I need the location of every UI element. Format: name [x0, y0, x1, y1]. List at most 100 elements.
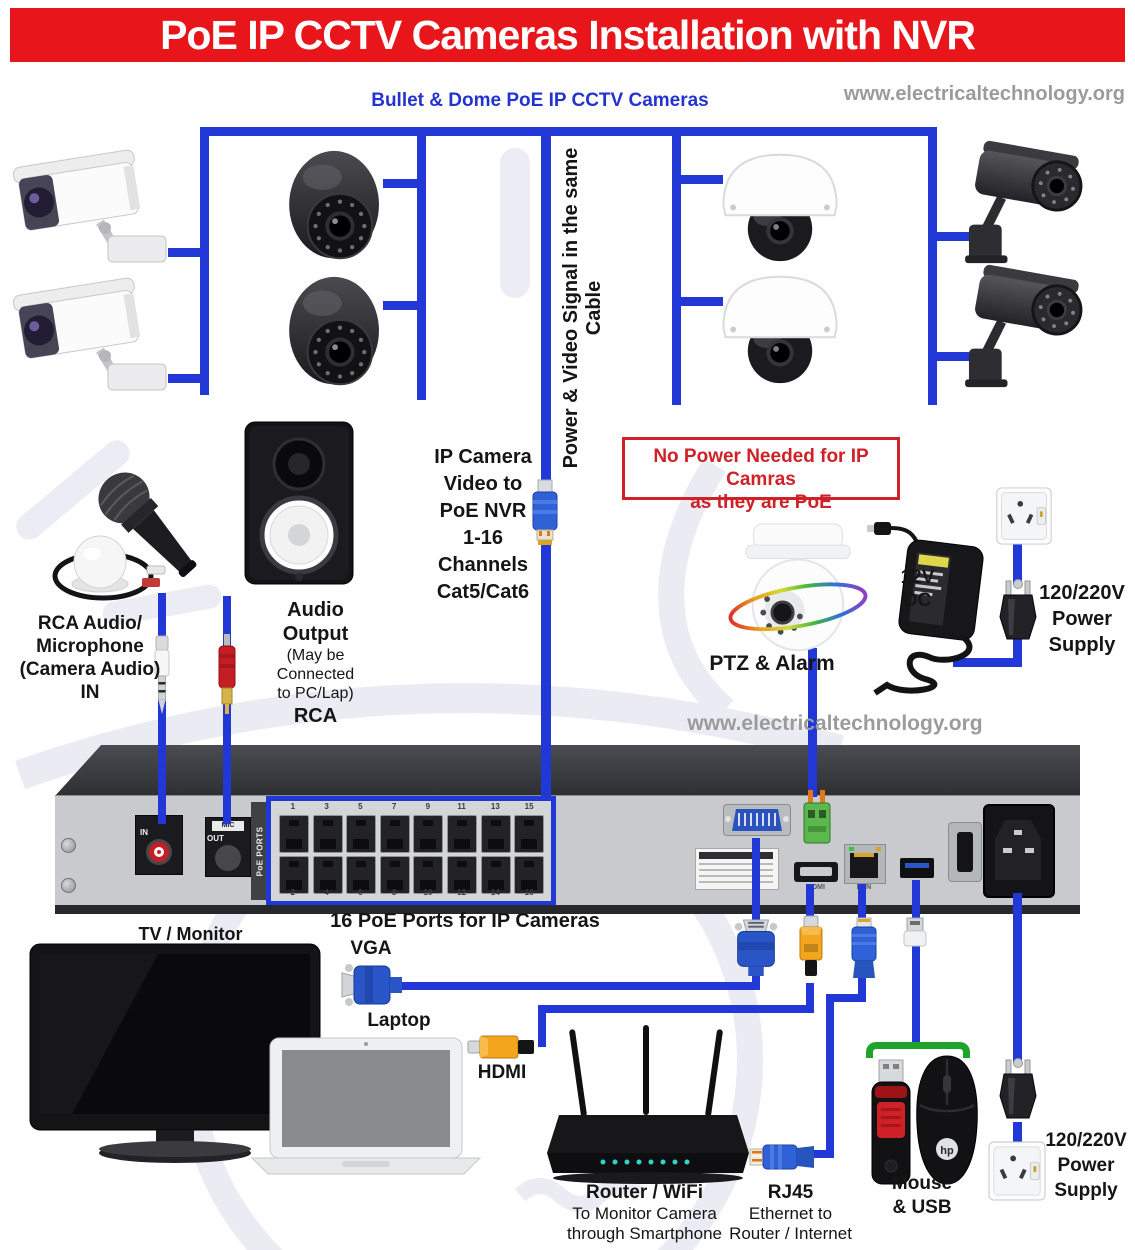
- port-number: 16: [524, 888, 534, 897]
- power-plug-icon: [998, 1056, 1038, 1122]
- rj45-port-icon: [379, 815, 410, 853]
- wire-vga-down2: [752, 970, 760, 990]
- rj45-port-icon: [446, 815, 477, 853]
- note-line: IP Camera: [434, 446, 532, 468]
- mouse-usb-label: Mouse & USB: [870, 1172, 974, 1220]
- tv-monitor-label: TV / Monitor: [138, 924, 243, 944]
- rj45-port-icon: [514, 856, 545, 894]
- rj45-port-icon: [279, 815, 309, 853]
- port-number: 3: [324, 802, 329, 811]
- wire-vga-down: [752, 838, 760, 922]
- nvr-chassis-top: [55, 745, 1080, 796]
- ptz-camera-icon: [722, 520, 872, 655]
- note-line: Cat5/Cat6: [436, 581, 530, 603]
- dome-camera-white-icon: [710, 145, 850, 267]
- rj45-connector-icon: [847, 916, 881, 982]
- label-line: Microphone: [36, 636, 144, 657]
- rj45-port-icon: [446, 856, 477, 894]
- rj45-port-icon: [346, 856, 377, 894]
- microphone-handheld-icon: [90, 468, 220, 598]
- label-line: Ethernet to: [748, 1204, 833, 1223]
- nvr-mic-out-port: MIC OUT: [205, 817, 251, 877]
- wire-top-horizontal: [200, 127, 937, 136]
- note-line: Channels: [437, 554, 529, 576]
- label-line: (May be: [286, 647, 345, 664]
- label-line: 120/220V: [1039, 582, 1125, 604]
- nvr-lan-port: [844, 844, 886, 884]
- watermark-top: www.electricaltechnology.org: [843, 83, 1125, 105]
- ptz-alarm-label: PTZ & Alarm: [709, 652, 835, 675]
- router-label: Router / WiFi To Monitor Camera through …: [552, 1182, 737, 1244]
- power-supply-right-label: 120/220V Power Supply: [1032, 580, 1132, 658]
- rj45-label: RJ45 Ethernet to Router / Internet: [718, 1182, 863, 1244]
- dome-cam era-white-icon: [710, 267, 850, 389]
- label-line: Supply: [1048, 634, 1116, 656]
- vga-label: VGA: [350, 938, 392, 959]
- wire-stub: [168, 248, 202, 257]
- screw-icon: [61, 878, 76, 893]
- mic-label: MIC: [212, 821, 244, 831]
- label-line: 120/220V: [1045, 1130, 1127, 1151]
- label-line: RCA Audio/: [37, 613, 143, 634]
- port-number: 5: [358, 802, 363, 811]
- watermark-middle: www.electricaltechnology.org: [687, 712, 983, 735]
- label-line: Supply: [1054, 1180, 1118, 1201]
- title-banner: PoE IP CCTV Cameras Installation with NV…: [10, 8, 1125, 62]
- wire-hdmi-down: [806, 884, 814, 920]
- port-number: 15: [524, 802, 534, 811]
- note-line: PoE NVR: [439, 500, 527, 522]
- dome-camera-black-icon: [283, 274, 391, 396]
- port-number: 2: [290, 888, 296, 897]
- laptop-icon: [250, 1036, 482, 1178]
- port-number: 6: [358, 888, 363, 897]
- power-supply-bottom-label: 120/220V Power Supply: [1038, 1128, 1134, 1203]
- label-line: RCA: [293, 705, 338, 727]
- label-line: & USB: [892, 1197, 952, 1218]
- dc-12v-label: 12V DC: [890, 566, 945, 612]
- note-line: 1-16: [462, 527, 504, 549]
- port-number: 11: [457, 802, 466, 811]
- rca-jack-icon: [215, 845, 241, 871]
- rj45-connector-icon: [748, 1140, 818, 1174]
- wire-hdmi-horizontal: [538, 1005, 814, 1013]
- rca-jack-icon: [146, 839, 172, 865]
- rj45-port-icon: [379, 856, 410, 894]
- label-line: to PC/Lap): [277, 685, 354, 702]
- wire-right-dome-riser: [672, 127, 681, 405]
- port-number: 13: [490, 802, 500, 811]
- label-line: Connected: [276, 666, 355, 683]
- bullet-camera-dark-icon: [955, 260, 1085, 390]
- hdmi-label: HDMI: [477, 1062, 527, 1083]
- wire-lan-drop: [826, 994, 834, 1158]
- wire-right-bullet-riser: [928, 127, 937, 405]
- label-line: 12V: [900, 567, 935, 588]
- wire-stub: [168, 374, 202, 383]
- wire-stub: [679, 297, 723, 306]
- wire-power-down: [1013, 893, 1022, 1063]
- label-line: Audio: [287, 599, 344, 621]
- nvr-usb-port: [900, 858, 934, 878]
- port-number: 10: [423, 888, 433, 897]
- wire-stub: [935, 232, 969, 241]
- usb-flash-drive-icon: [868, 1058, 914, 1188]
- label-line: Mouse: [891, 1173, 953, 1194]
- rj45-port-icon: [312, 856, 343, 894]
- wire-ptz: [808, 648, 817, 797]
- router-icon: [545, 1023, 750, 1188]
- cable-signal-label: Power & Video Signal in the same Cable: [560, 147, 605, 469]
- nvr-power-switch: [948, 822, 982, 882]
- subtitle: Bullet & Dome PoE IP CCTV Cameras: [371, 90, 709, 111]
- poe-ports-caption: 16 PoE Ports for IP Cameras: [330, 910, 600, 932]
- rca-audio-mic-label: RCA Audio/ Microphone (Camera Audio) IN: [10, 612, 170, 704]
- label-line: (Camera Audio): [19, 659, 161, 680]
- wire-usb-down: [912, 880, 920, 918]
- label-line: Router / Internet: [729, 1224, 852, 1243]
- rj45-port-icon: [480, 815, 511, 853]
- port-number: 7: [391, 802, 397, 811]
- laptop-label: Laptop: [367, 1010, 431, 1031]
- label-line: DC: [903, 590, 932, 611]
- poe-port-row: [279, 856, 545, 894]
